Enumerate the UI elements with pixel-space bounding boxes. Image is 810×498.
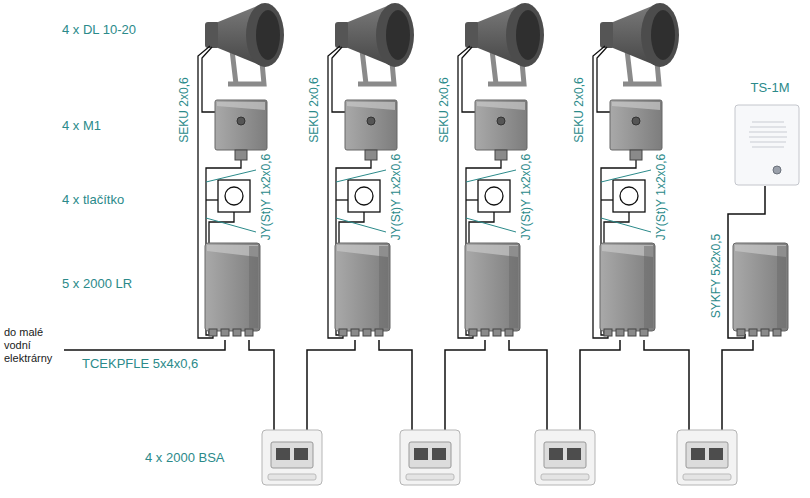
row-label: 5 x 2000 LR bbox=[62, 276, 132, 291]
intercom-panel bbox=[735, 105, 799, 185]
grille-slot bbox=[750, 127, 786, 128]
speaker-column bbox=[328, 3, 414, 338]
grille-slot bbox=[749, 132, 787, 133]
speaker-grille bbox=[749, 122, 787, 147]
cable bbox=[509, 340, 547, 430]
grille-slot bbox=[752, 147, 784, 148]
cable bbox=[580, 340, 620, 430]
row-label: 4 x DL 10-20 bbox=[62, 22, 136, 37]
device-name: TS-1M bbox=[733, 80, 807, 95]
cable bbox=[644, 340, 689, 430]
cable-label: JY(St)Y 1x2x0,6 bbox=[519, 154, 533, 240]
speaker-column bbox=[458, 3, 544, 338]
cable bbox=[249, 340, 274, 430]
cable-label: SEKU 2x0,6 bbox=[437, 77, 451, 142]
cable-destination: do malé vodní elektrárny bbox=[4, 326, 60, 365]
socket-box bbox=[262, 430, 322, 485]
cable-label: JY(St)Y 1x2x0,6 bbox=[259, 154, 273, 240]
cable bbox=[379, 340, 412, 430]
socket-box bbox=[400, 430, 460, 485]
grille-slot bbox=[750, 142, 786, 143]
panel-body bbox=[735, 105, 799, 185]
socket-box bbox=[535, 430, 595, 485]
speaker-column bbox=[198, 3, 284, 338]
cable-label: JY(St)Y 1x2x0,6 bbox=[654, 154, 668, 240]
socket-box bbox=[677, 430, 737, 485]
intercom-station: TS-1M bbox=[733, 80, 807, 188]
row-label: 4 x 2000 BSA bbox=[145, 450, 225, 465]
cable-label: SYKFY 5x2x0,5 bbox=[709, 234, 723, 319]
row-label: 4 x M1 bbox=[62, 118, 101, 133]
cable bbox=[64, 340, 225, 350]
cable-label: SEKU 2x0,6 bbox=[572, 77, 586, 142]
row-label: 4 x tlačítko bbox=[62, 192, 124, 207]
speaker-column bbox=[593, 3, 679, 338]
cable bbox=[307, 340, 355, 430]
cable-label: JY(St)Y 1x2x0,6 bbox=[389, 154, 403, 240]
call-button bbox=[773, 166, 781, 174]
amplifier-box bbox=[733, 243, 788, 336]
grille-slot bbox=[749, 137, 787, 138]
cable-label: TCEKPFLE 5x4x0,6 bbox=[82, 356, 198, 371]
cable bbox=[722, 340, 753, 430]
cable bbox=[445, 340, 485, 430]
cable-label: SEKU 2x0,6 bbox=[307, 77, 321, 142]
cable-label: SEKU 2x0,6 bbox=[177, 77, 191, 142]
grille-slot bbox=[752, 122, 784, 123]
